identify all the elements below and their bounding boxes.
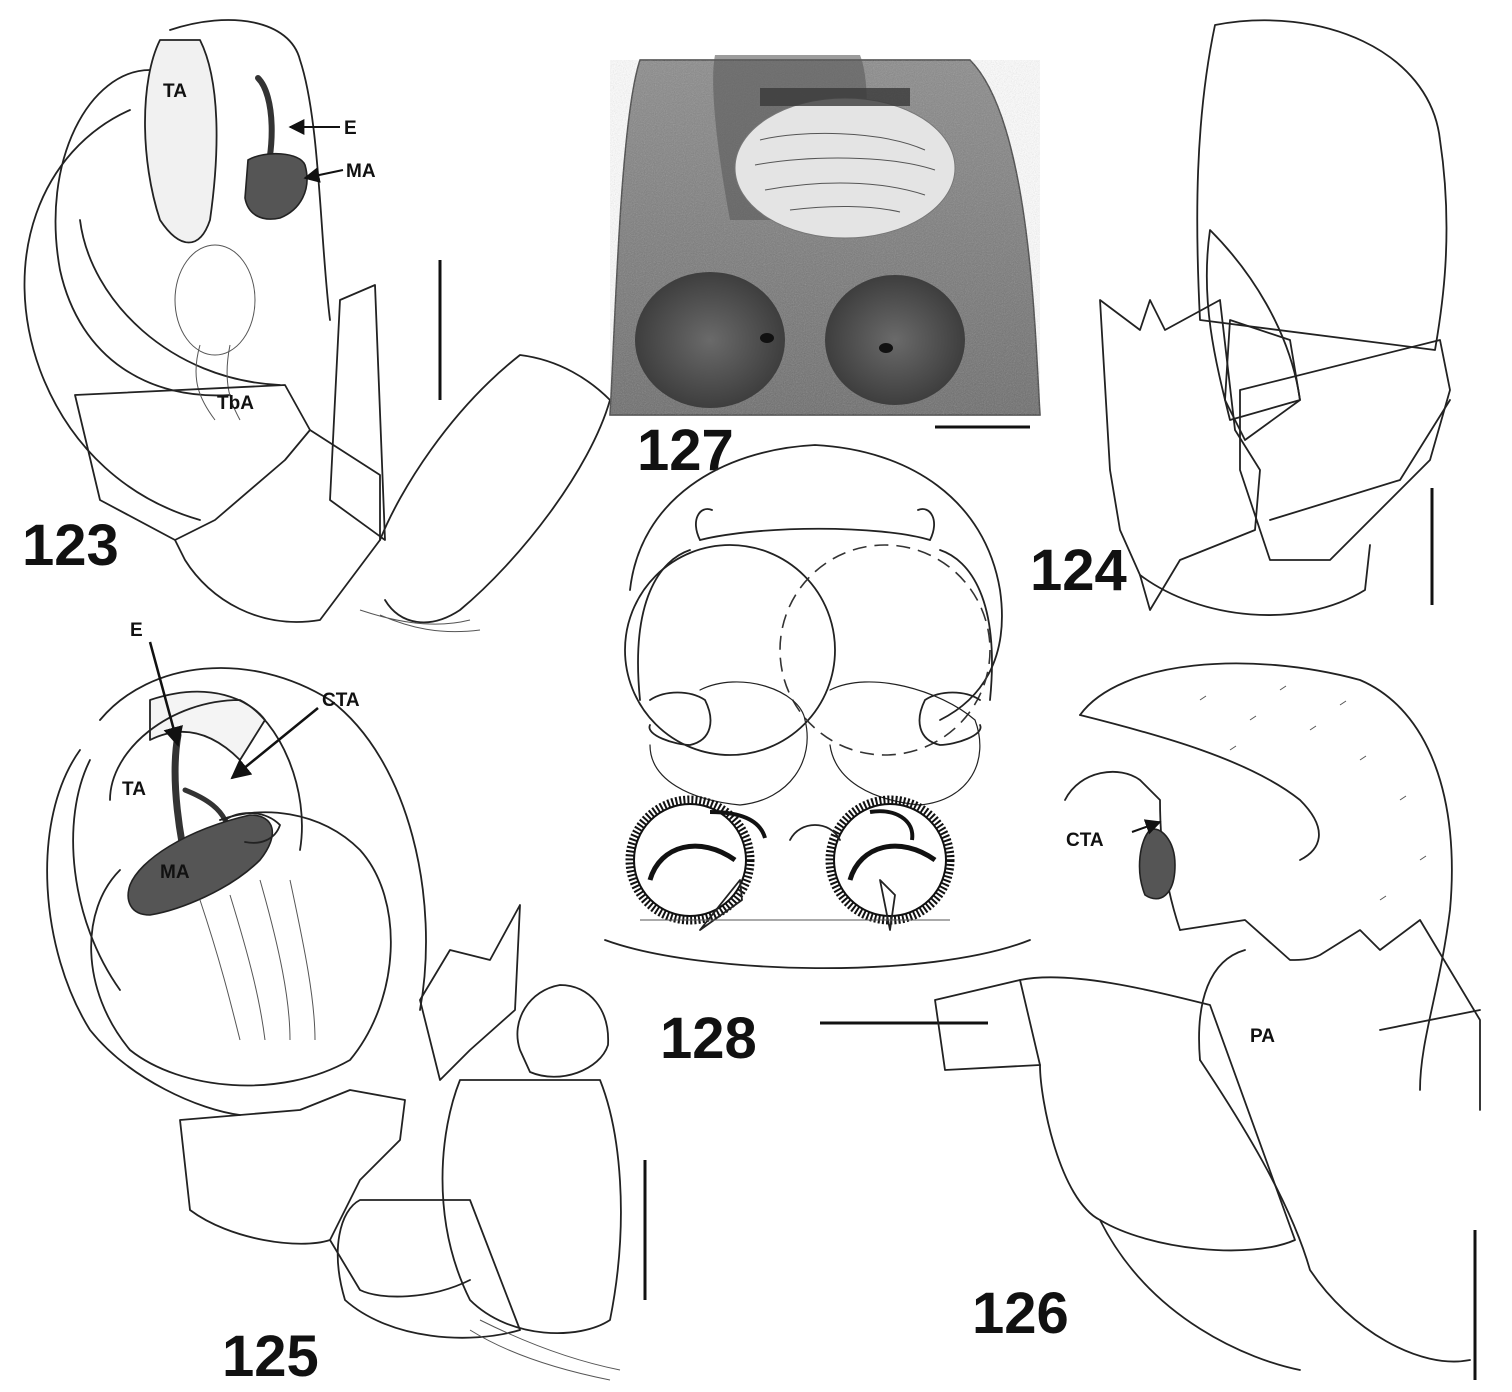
e-label: E	[130, 620, 143, 641]
ma-label: MA	[160, 862, 190, 883]
figure-number: 128	[660, 1006, 757, 1071]
figure-126-palp-retrolateral: CTA PA 126	[934, 662, 1481, 1380]
pa-label: PA	[1250, 1026, 1275, 1047]
figure-127-epigyne-ventral: 127	[609, 55, 1041, 483]
ma-label: MA	[346, 161, 376, 182]
figure-124-palp-retrolateral: 124	[1030, 19, 1451, 616]
figure-number: 124	[1030, 538, 1127, 603]
figure-number: 123	[22, 513, 119, 578]
ta-label: TA	[122, 779, 146, 800]
figure-123-palp-ventral: TA E MA TbA 123	[22, 19, 611, 633]
figure-number: 127	[637, 418, 734, 483]
figure-125-palp-ventral: E CTA TA MA 125	[46, 620, 647, 1389]
figure-number: 125	[222, 1324, 319, 1389]
figure-128-vulva-dorsal: 128	[604, 444, 1031, 1071]
cta-label: CTA	[322, 690, 360, 711]
tba-label: TbA	[217, 393, 254, 414]
cta-label: CTA	[1066, 830, 1104, 851]
ta-label: TA	[163, 81, 187, 102]
e-label: E	[344, 118, 357, 139]
figure-number: 126	[972, 1281, 1069, 1346]
